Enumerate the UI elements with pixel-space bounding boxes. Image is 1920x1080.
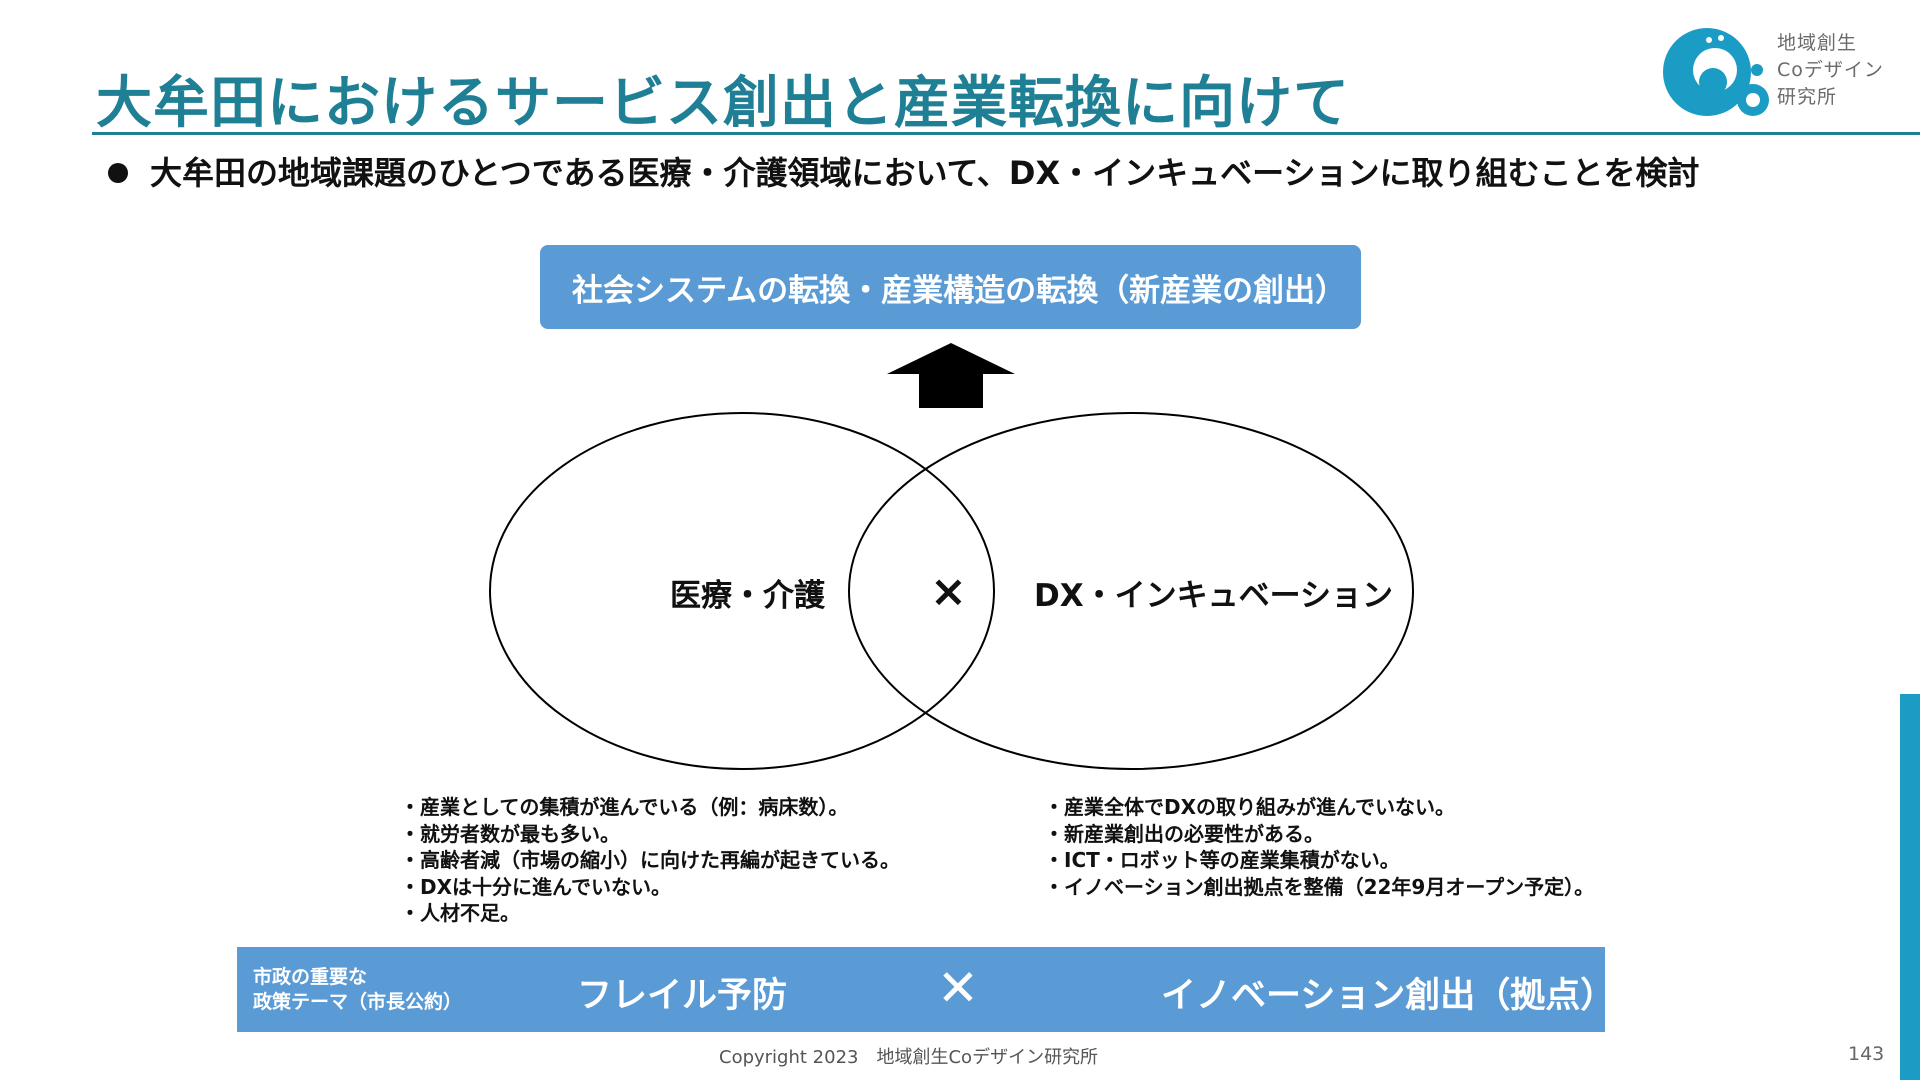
footer-copyright: Copyright 2023 地域創生Coデザイン研究所 (719, 1047, 1099, 1068)
logo-line-1: 地域創生 (1777, 32, 1858, 54)
title-underline (92, 132, 1920, 135)
left-circle (489, 412, 995, 770)
policy-theme-label: 市政の重要な 政策テーマ（市長公約） (253, 965, 462, 1015)
right-circle-label: DX・インキュベーション (1034, 578, 1394, 614)
right-notes: ・産業全体でDXの取り組みが進んでいない。 ・新産業創出の必要性がある。 ・IC… (1044, 794, 1594, 900)
frailty-prevention: フレイル予防 (577, 976, 788, 1016)
list-item: ・ICT・ロボット等の産業集積がない。 (1044, 848, 1400, 872)
transformation-box: 社会システムの転換・産業構造の転換（新産業の創出） (540, 245, 1361, 329)
left-notes: ・産業としての集積が進んでいる（例：病床数）。 ・就労者数が最も多い。 ・高齢者… (400, 794, 900, 927)
page-number: 143 (1848, 1043, 1885, 1065)
policy-theme-label-line-2: 政策テーマ（市長公約） (253, 991, 463, 1013)
innovation-creation: イノベーション創出（拠点） (1161, 976, 1616, 1016)
policy-theme-label-line-1: 市政の重要な (253, 966, 368, 988)
list-item: ・産業全体でDXの取り組みが進んでいない。 (1044, 795, 1456, 819)
band-times: ✕ (937, 959, 979, 1017)
intersection-times: × (930, 566, 967, 617)
bullet-dot-icon (108, 163, 128, 183)
bullet-text: 大牟田の地域課題のひとつである医療・介護領域において、DX・インキュベーションに… (150, 154, 1700, 192)
list-item: ・人材不足。 (400, 901, 520, 925)
list-item: ・DXは十分に進んでいない。 (400, 874, 672, 899)
list-item: ・産業としての集積が進んでいる（例：病床数）。 (400, 795, 849, 819)
logo-icon (1663, 28, 1769, 116)
page-title: 大牟田におけるサービス創出と産業転換に向けて (96, 71, 1350, 136)
logo-line-2: Coデザイン (1777, 59, 1884, 81)
list-item: ・イノベーション創出拠点を整備（22年9月オープン予定）。 (1044, 874, 1595, 899)
policy-theme-band: 市政の重要な 政策テーマ（市長公約） フレイル予防 ✕ イノベーション創出（拠点… (237, 947, 1615, 1032)
list-item: ・就労者数が最も多い。 (400, 821, 620, 846)
logo-line-3: 研究所 (1777, 86, 1838, 108)
logo-wordmark: 地域創生 Coデザイン 研究所 (1777, 30, 1884, 111)
right-circle (848, 412, 1414, 770)
list-item: ・高齢者減（市場の縮小）に向けた再編が起きている。 (400, 848, 900, 872)
side-accent-bar (1900, 694, 1920, 1080)
list-item: ・新産業創出の必要性がある。 (1044, 821, 1324, 846)
left-circle-label: 医療・介護 (670, 578, 825, 614)
up-arrow-icon (887, 343, 1015, 408)
